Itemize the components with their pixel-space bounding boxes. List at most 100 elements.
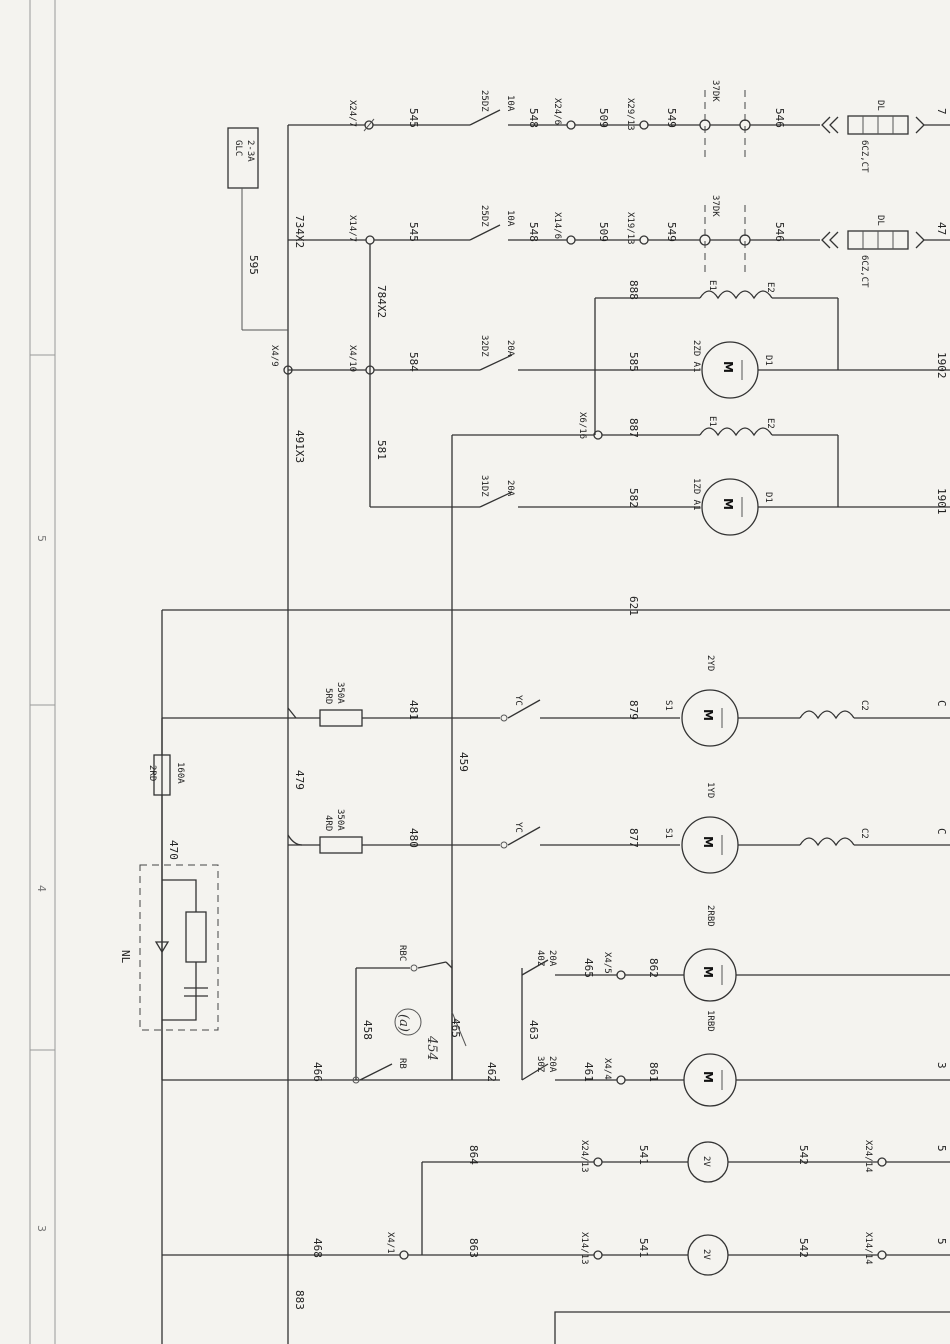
border-mark: 4	[35, 885, 48, 892]
wire-label: 734X2	[293, 215, 306, 248]
wire-label: 465	[582, 958, 595, 978]
wire-label: 883	[293, 1290, 306, 1310]
motor-symbol: M	[721, 498, 735, 510]
fuse-label: 5RD	[323, 688, 333, 704]
wire-label: 3	[935, 1062, 948, 1069]
wire-label: 1901	[935, 488, 948, 515]
wire-label: 458	[361, 1020, 374, 1040]
wire-label: 509	[597, 222, 610, 242]
motor-pin: 1ZD A1	[691, 478, 701, 511]
switch-label: 40Z	[535, 950, 545, 967]
border-mark: 3	[35, 1225, 48, 1232]
plug-connector	[821, 231, 839, 249]
terminal-x19-13	[639, 235, 649, 245]
motor-pin: D1	[763, 492, 773, 503]
plug-connector	[915, 231, 925, 249]
switch-label: RBC	[397, 945, 407, 961]
contact-dot	[352, 1076, 360, 1084]
wire-label: 862	[647, 958, 660, 978]
switch-yc	[507, 826, 541, 846]
terminal-label: X4/5	[602, 952, 612, 974]
terminal-x29-13	[639, 120, 649, 130]
wire-branch	[287, 834, 303, 846]
wire-label: 621	[627, 596, 640, 616]
terminal-label: X14/13	[579, 1232, 589, 1265]
wire-label: 879	[627, 700, 640, 720]
terminal-x4-9	[283, 365, 293, 375]
meter-label: 2V	[701, 1249, 711, 1260]
struck-label: 465	[449, 1018, 462, 1038]
wire-label: 863	[467, 1238, 480, 1258]
terminal-x4-5	[616, 970, 626, 980]
terminal-label: X4/1	[385, 1232, 395, 1254]
switch-label: 25DZ	[479, 205, 489, 227]
wire-label: 864	[467, 1145, 480, 1165]
terminal-label: X4/9	[269, 345, 279, 367]
handwritten-circle	[394, 1008, 422, 1036]
wire-label: 463	[527, 1020, 540, 1040]
wire-label: 582	[627, 488, 640, 508]
wire-label: 479	[293, 770, 306, 790]
bottom-box	[554, 1311, 950, 1344]
contact-dot	[500, 714, 508, 722]
wire-label: 545	[407, 222, 420, 242]
switch-rbc	[417, 961, 447, 969]
wire-label: 542	[797, 1238, 810, 1258]
fuse-rating: 350A	[335, 809, 345, 831]
unit-label: NL	[119, 950, 132, 964]
strike-line	[451, 1011, 467, 1047]
relay-sublabel: 6CZ,CT	[859, 140, 869, 173]
handwritten-mark: (a)	[396, 1014, 411, 1032]
plug-connector	[821, 116, 839, 134]
wire-label: 491X3	[293, 430, 306, 463]
motor-symbol: M	[701, 836, 715, 848]
nl-unit-box	[139, 864, 219, 1031]
switch-label: 30Z	[535, 1056, 545, 1073]
wire-label: 877	[627, 828, 640, 848]
motor-pin: C2	[859, 700, 869, 711]
motor-pin: 2ZD A1	[691, 340, 701, 373]
switch-label: 25DZ	[479, 90, 489, 112]
wire-label: 5	[935, 1145, 948, 1152]
terminal-label: X24/13	[579, 1140, 589, 1173]
wire-label: 548	[527, 222, 540, 242]
wire-label: 784X2	[375, 285, 388, 318]
motor-pin: E1	[707, 416, 717, 427]
contact-label: 37DK	[710, 195, 720, 217]
terminal-label: X6/16	[577, 412, 587, 439]
wire-label: 462	[485, 1062, 498, 1082]
wire-label: 549	[665, 108, 678, 128]
switch-30z	[521, 1063, 549, 1081]
wire-label: 888	[627, 280, 640, 300]
motor-symbol: M	[701, 1071, 715, 1083]
switch-31dz	[479, 491, 513, 508]
motor-pin: E1	[707, 280, 717, 291]
wire-label: 542	[797, 1145, 810, 1165]
terminal-x14-14	[877, 1250, 887, 1260]
terminal-x4-1	[399, 1250, 409, 1260]
fuse-label: 2RD	[147, 765, 157, 781]
switch-label: YC	[513, 695, 523, 706]
wire-label: 887	[627, 418, 640, 438]
terminal-label: X24/6	[552, 98, 562, 125]
relay-sublabel: 6CZ,CT	[859, 255, 869, 288]
relay-label: DL	[875, 215, 885, 226]
switch-label: YC	[513, 822, 523, 833]
switch-label: 31DZ	[479, 475, 489, 497]
terminal-x4-4	[616, 1075, 626, 1085]
fuse-rating: 350A	[335, 682, 345, 704]
switch-label: 32DZ	[479, 335, 489, 357]
contact-dot	[500, 841, 508, 849]
nl-resistor	[185, 911, 207, 963]
wire-label: 461	[582, 1062, 595, 1082]
wire-label: 1902	[935, 352, 948, 379]
fuse-5rd	[319, 709, 363, 727]
switch-rbc	[445, 961, 453, 969]
wire-label: 480	[407, 828, 420, 848]
motor-pin: E2	[765, 418, 775, 429]
power-supply-box	[227, 127, 259, 189]
motor-pin: E2	[765, 282, 775, 293]
fuse-4rd	[319, 836, 363, 854]
terminal-x24-14	[877, 1157, 887, 1167]
